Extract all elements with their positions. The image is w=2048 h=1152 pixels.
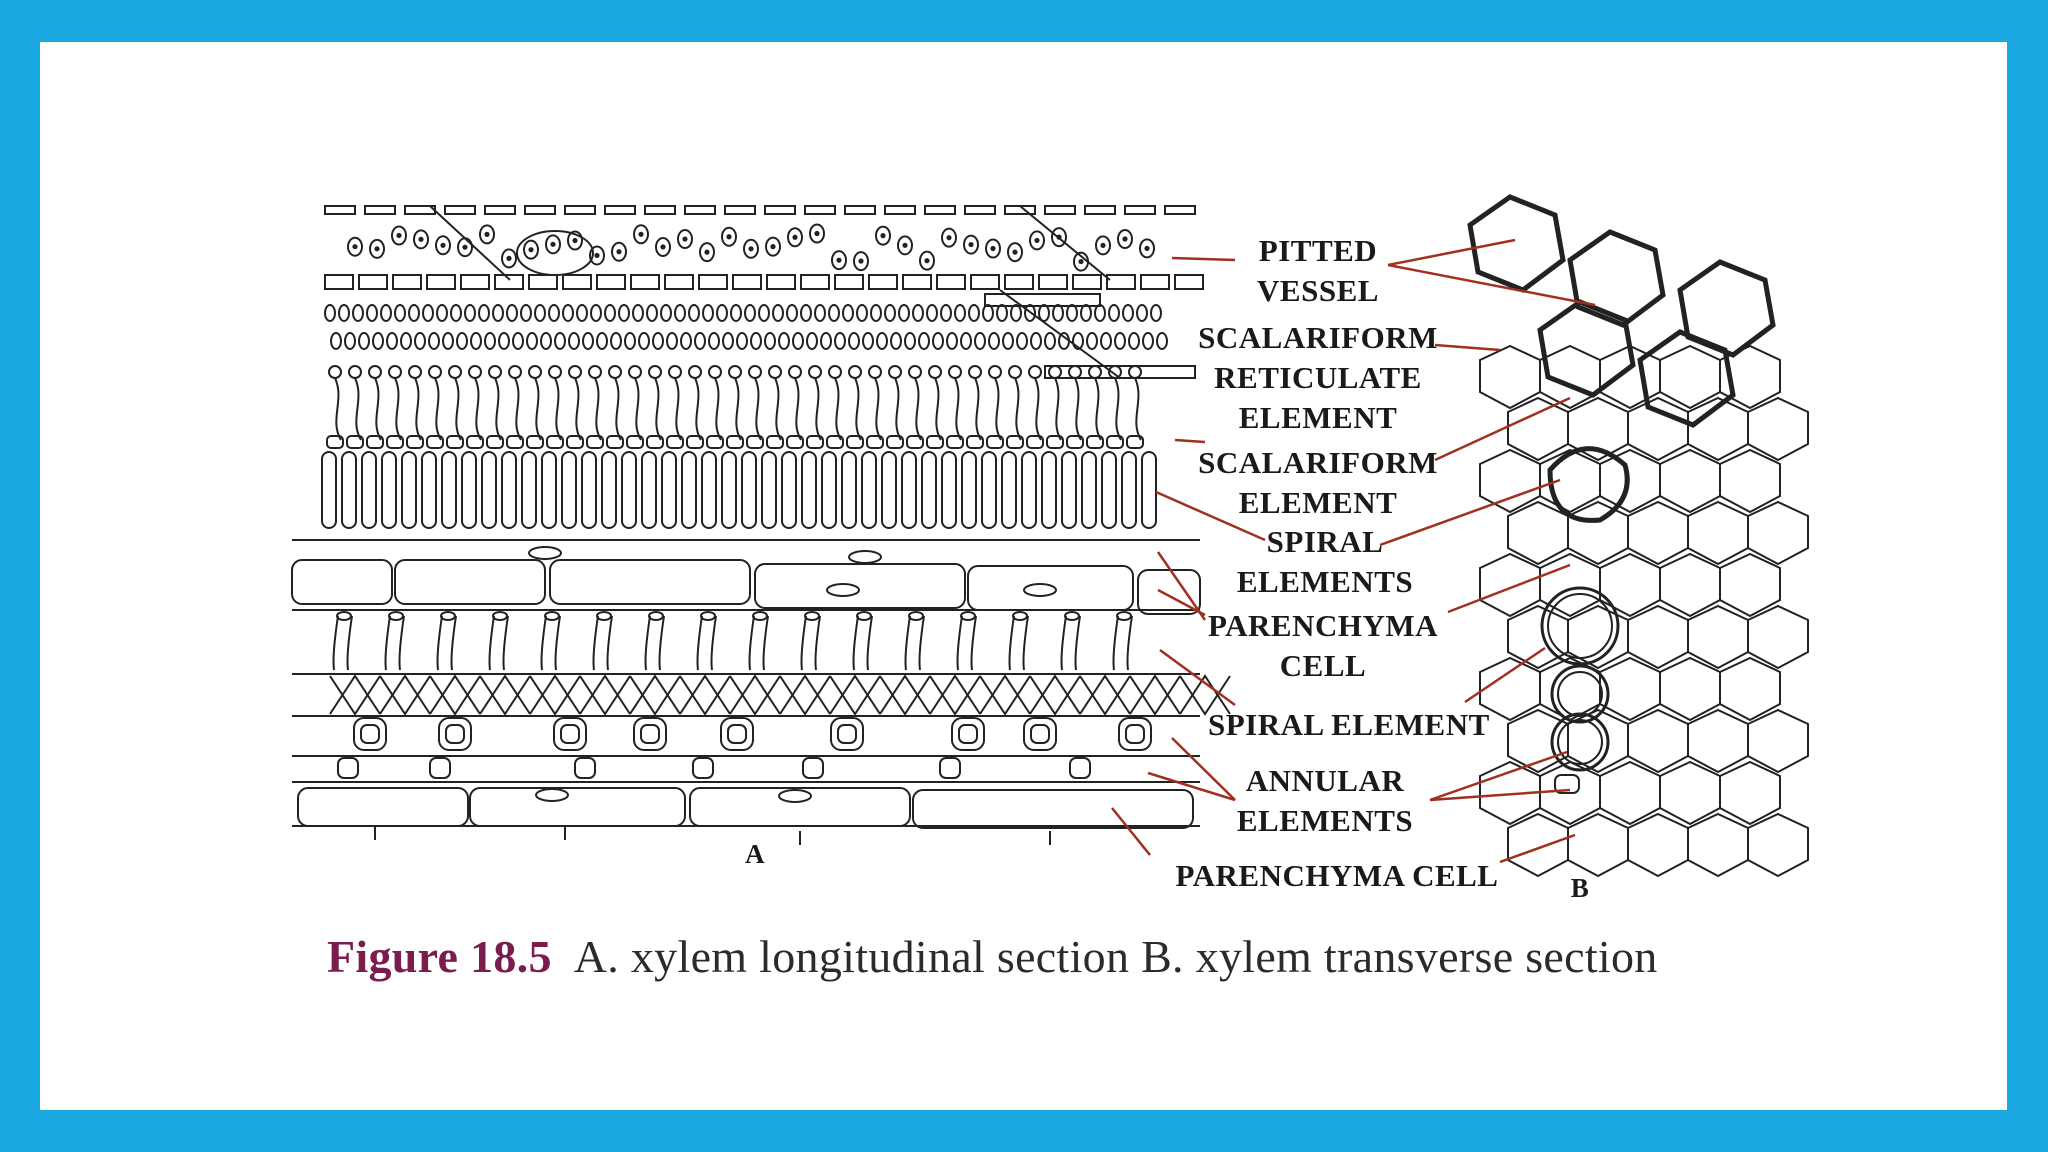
figure-caption: Figure 18.5 A. xylem longitudinal section… — [327, 930, 1658, 983]
caption-text: A. xylem longitudinal section B. xylem t… — [573, 931, 1658, 982]
transverse-section-drawing — [1467, 194, 1809, 878]
panel-label-a: A — [745, 839, 765, 869]
panel-label-b: B — [1570, 873, 1590, 903]
slide — [40, 42, 2007, 1110]
leader-lines — [1111, 238, 1596, 864]
label-spiral-element: SPIRAL ELEMENT — [1208, 707, 1490, 742]
label-parenchyma-cell-lower: PARENCHYMA CELL — [1175, 858, 1499, 893]
longitudinal-section-drawing — [291, 205, 1231, 845]
figure-number: Figure 18.5 — [327, 931, 552, 982]
